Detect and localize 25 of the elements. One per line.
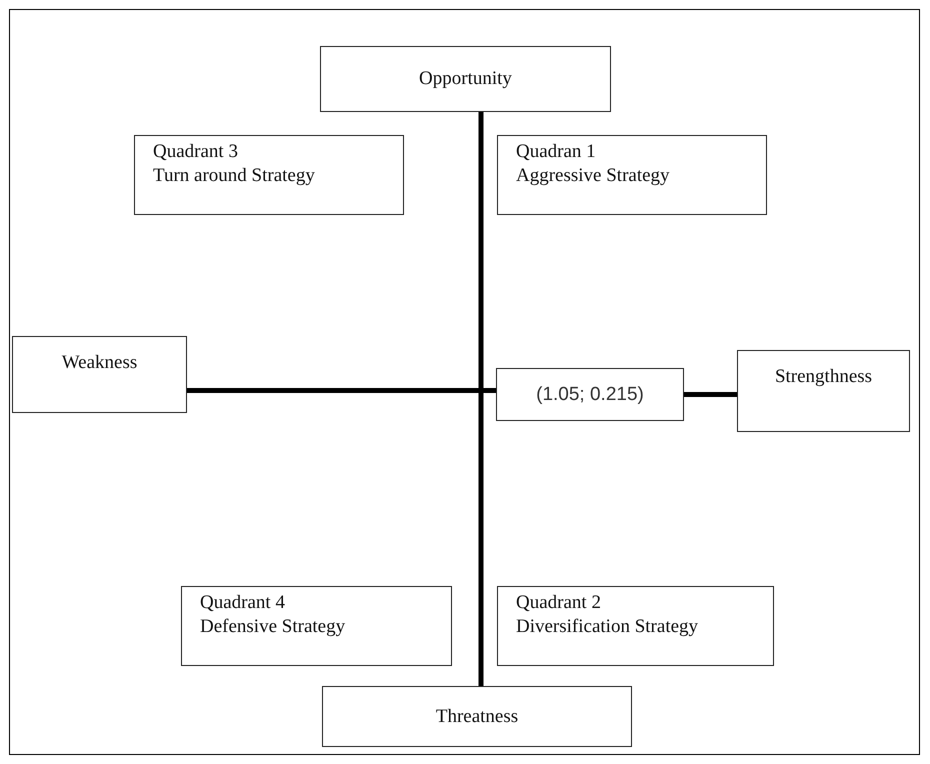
quadrant-title: Quadrant 2 <box>516 591 602 615</box>
quadrant-title: Quadrant 4 <box>200 591 286 615</box>
axis-label: Strengthness <box>774 365 872 389</box>
axis-label: Opportunity <box>419 67 512 91</box>
axis-line <box>684 392 737 397</box>
label-box <box>320 46 611 112</box>
quadrant-box <box>181 586 452 666</box>
label-box <box>322 686 632 747</box>
quadrant-box <box>134 135 404 215</box>
axis-label: Weakness <box>62 351 138 375</box>
axis-line <box>478 112 484 686</box>
strategy-name: Diversification Strategy <box>516 615 700 639</box>
quadrant-box <box>497 586 774 666</box>
label-box <box>12 336 187 413</box>
label-box <box>737 350 910 432</box>
axis-label: Threatness <box>436 704 518 728</box>
quadrant-box <box>497 135 767 215</box>
strategy-name: Aggressive Strategy <box>516 164 671 188</box>
strategy-name: Defensive Strategy <box>200 615 346 639</box>
strategy-name: Turn around Strategy <box>153 164 316 188</box>
axis-line <box>187 388 496 393</box>
quadrant-title: Quadran 1 <box>516 140 597 164</box>
coordinate-box <box>496 368 684 421</box>
coordinate-value: (1.05; 0.215) <box>536 382 644 406</box>
quadrant-title: Quadrant 3 <box>153 140 239 164</box>
